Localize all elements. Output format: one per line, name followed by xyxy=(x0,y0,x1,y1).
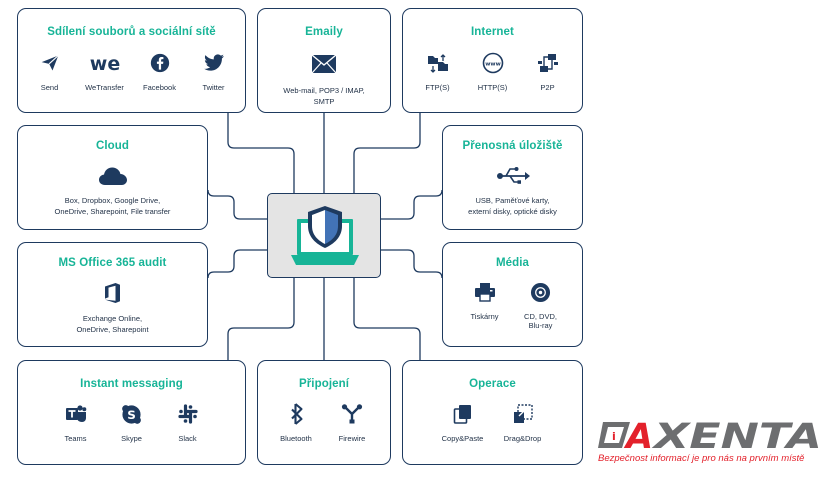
card-description: Web-mail, POP3 / IMAP, SMTP xyxy=(283,86,365,106)
item-bluetooth: Bluetooth xyxy=(268,403,324,443)
item-p2p: P2P xyxy=(520,52,575,92)
item-label: Firewire xyxy=(338,434,366,443)
card-operations: Operace Copy&Paste Drag&Drop xyxy=(402,360,583,465)
item-label: FTP(S) xyxy=(425,83,450,92)
item-skype: S Skype xyxy=(104,403,160,443)
p2p-icon xyxy=(537,54,558,72)
axenta-logo: i A XENTA Bezpečnost informací je pro ná… xyxy=(598,414,826,466)
usb-icon xyxy=(496,167,530,184)
item-label: Copy&Paste xyxy=(441,434,484,443)
item-label: Twitter xyxy=(202,83,225,92)
item-send: Send xyxy=(23,52,77,92)
item-label: Skype xyxy=(121,434,142,443)
laptop-shield-icon xyxy=(291,206,359,265)
drag-drop-icon xyxy=(513,404,533,423)
brand-tagline: Bezpečnost informací je pro nás na první… xyxy=(598,453,805,464)
facebook-icon xyxy=(150,53,169,73)
item-firewire: Firewire xyxy=(324,403,380,443)
twitter-icon xyxy=(203,54,224,71)
svg-text:i: i xyxy=(612,430,616,443)
card-title: Internet xyxy=(471,26,514,38)
skype-icon: S xyxy=(122,404,141,424)
www-icon: www xyxy=(482,52,503,74)
item-label: CD, DVD, Blu-ray xyxy=(524,312,557,331)
card-title: Operace xyxy=(469,378,516,390)
office-icon xyxy=(104,283,120,303)
item-cd-dvd-bluray: CD, DVD, Blu-ray xyxy=(513,281,569,331)
card-title: Instant messaging xyxy=(80,378,183,390)
central-endpoint-device xyxy=(267,193,381,278)
envelope-icon xyxy=(311,54,337,74)
card-emails: Emaily Web-mail, POP3 / IMAP, SMTP xyxy=(257,8,391,113)
item-label: Bluetooth xyxy=(280,434,312,443)
item-facebook: Facebook xyxy=(133,52,187,92)
card-title: Emaily xyxy=(305,26,343,38)
item-label: Facebook xyxy=(143,83,176,92)
item-http: www HTTP(S) xyxy=(465,52,520,92)
card-title: MS Office 365 audit xyxy=(58,257,167,269)
send-icon xyxy=(41,55,59,71)
item-label: HTTP(S) xyxy=(477,83,508,92)
axenta-logo-mark: i A XENTA xyxy=(598,417,822,457)
card-media: Média Tiskárny CD, DVD, Blu-ray xyxy=(442,242,583,347)
card-description: USB, Paměťové karty, externí disky, opti… xyxy=(468,196,557,216)
card-file-sharing-social: Sdílení souborů a sociální sítě Send we … xyxy=(17,8,246,113)
card-connection: Připojení Bluetooth Firewire xyxy=(257,360,391,465)
item-slack: Slack xyxy=(160,403,216,443)
card-title: Připojení xyxy=(298,378,350,390)
item-printers: Tiskárny xyxy=(457,281,513,331)
card-title: Přenosná úložiště xyxy=(462,140,563,152)
card-instant-messaging: Instant messaging Teams S Skype Slack xyxy=(17,360,246,465)
item-twitter: Twitter xyxy=(187,52,241,92)
card-title: Cloud xyxy=(95,140,130,152)
svg-text:www: www xyxy=(485,61,501,67)
bluetooth-icon xyxy=(291,403,303,425)
card-description: Exchange Online, OneDrive, Sharepoint xyxy=(76,314,149,334)
ftp-icon xyxy=(427,54,448,73)
item-label: WeTransfer xyxy=(85,83,124,92)
item-label: Drag&Drop xyxy=(503,434,542,443)
svg-text:A: A xyxy=(623,417,653,454)
item-label: Teams xyxy=(64,434,87,443)
item-ftp: FTP(S) xyxy=(410,52,465,92)
item-label: Send xyxy=(40,83,59,92)
svg-text:we: we xyxy=(89,53,119,73)
item-wetransfer: we WeTransfer xyxy=(77,52,133,92)
item-label: P2P xyxy=(540,83,555,92)
wetransfer-icon: we xyxy=(89,53,119,73)
firewire-icon xyxy=(341,404,363,424)
printer-icon xyxy=(474,283,495,302)
copy-icon xyxy=(453,405,471,424)
item-teams: Teams xyxy=(48,403,104,443)
item-label: Slack xyxy=(178,434,197,443)
card-title: Média xyxy=(495,257,530,269)
item-drag-drop: Drag&Drop xyxy=(493,403,553,443)
card-portable-storage: Přenosná úložiště USB, Paměťové karty, e… xyxy=(442,125,583,230)
disc-icon xyxy=(530,282,551,302)
svg-text:S: S xyxy=(127,407,136,421)
item-label: Tiskárny xyxy=(470,312,499,321)
item-copy-paste: Copy&Paste xyxy=(433,403,493,443)
card-ms-office-365-audit: MS Office 365 audit Exchange Online, One… xyxy=(17,242,208,347)
teams-icon xyxy=(65,405,86,422)
cloud-icon xyxy=(98,167,127,185)
card-description: Box, Dropbox, Google Drive, OneDrive, Sh… xyxy=(54,196,171,216)
slack-icon xyxy=(177,404,198,424)
svg-text:XENTA: XENTA xyxy=(651,417,822,454)
card-internet: Internet FTP(S) www HTTP(S) P2P xyxy=(402,8,583,113)
card-cloud: Cloud Box, Dropbox, Google Drive, OneDri… xyxy=(17,125,208,230)
card-title: Sdílení souborů a sociální sítě xyxy=(47,26,216,38)
